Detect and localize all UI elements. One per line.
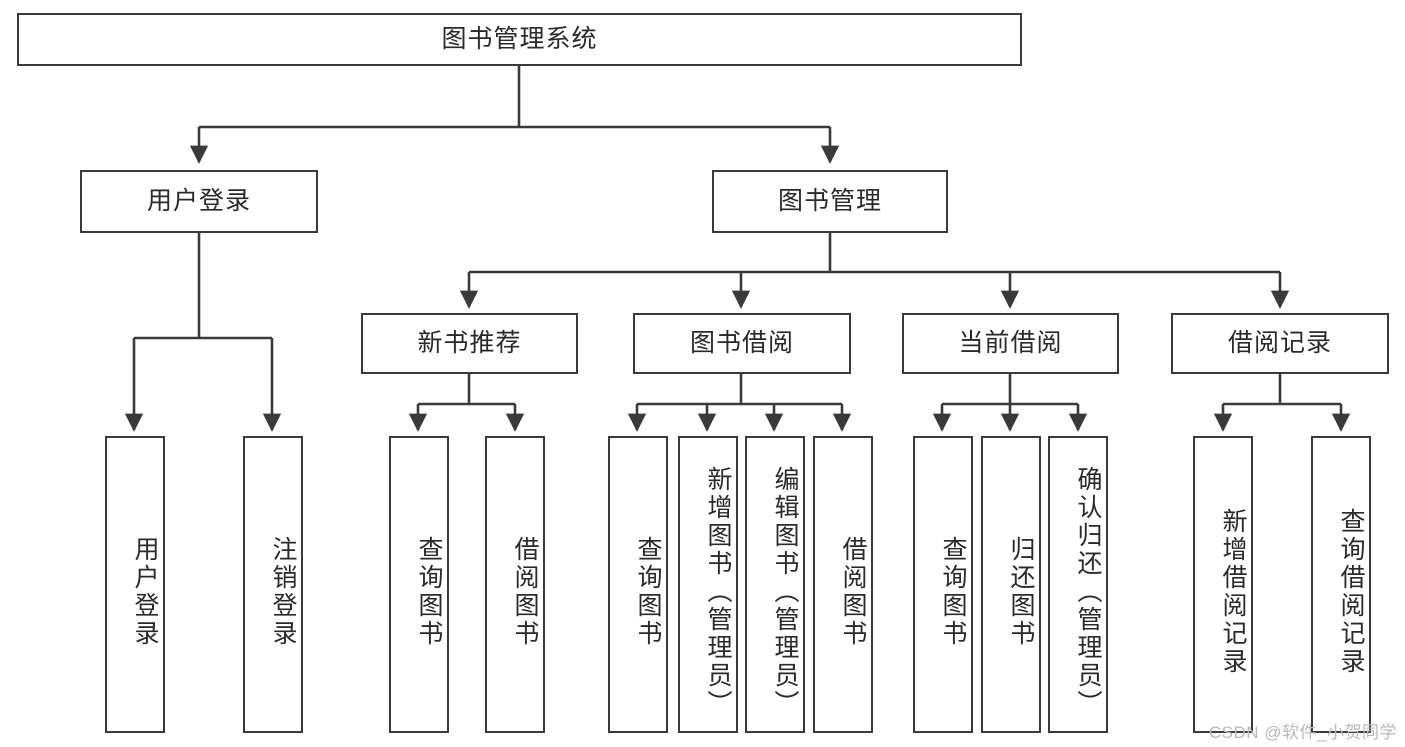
- node-book-management[interactable]: 图书管理: [712, 170, 948, 233]
- node-label: 查询借阅记录: [1337, 507, 1365, 676]
- node-label: 确认归还（管理员）: [1074, 465, 1102, 718]
- node-label: 借阅记录: [1227, 328, 1332, 357]
- leaf-record-query-record[interactable]: 查询借阅记录: [1311, 436, 1371, 733]
- node-current-borrow[interactable]: 当前借阅: [902, 313, 1119, 374]
- node-label: 新书推荐: [417, 328, 522, 357]
- node-borrow-record[interactable]: 借阅记录: [1171, 313, 1389, 374]
- leaf-current-confirm-return-admin[interactable]: 确认归还（管理员）: [1048, 436, 1108, 733]
- node-label: 当前借阅: [958, 328, 1063, 357]
- node-label: 图书管理: [777, 186, 882, 215]
- leaf-user-login-logout[interactable]: 注销登录: [243, 436, 303, 733]
- node-label: 新增图书（管理员）: [704, 465, 732, 718]
- node-label: 新增借阅记录: [1219, 507, 1247, 676]
- leaf-user-login-login[interactable]: 用户登录: [105, 436, 165, 733]
- node-label: 注销登录: [269, 535, 297, 648]
- leaf-borrow-edit-book-admin[interactable]: 编辑图书（管理员）: [745, 436, 805, 733]
- node-root-system[interactable]: 图书管理系统: [17, 13, 1022, 66]
- leaf-record-add-record[interactable]: 新增借阅记录: [1193, 436, 1253, 733]
- node-label: 查询图书: [939, 535, 967, 648]
- node-label: 归还图书: [1007, 535, 1035, 648]
- leaf-recommend-query-book[interactable]: 查询图书: [389, 436, 449, 733]
- node-label: 编辑图书（管理员）: [771, 465, 799, 718]
- node-label: 借阅图书: [511, 535, 539, 648]
- node-label: 用户登录: [146, 186, 251, 215]
- leaf-recommend-borrow-book[interactable]: 借阅图书: [485, 436, 545, 733]
- watermark-text: CSDN @软件_小贺同学: [1208, 723, 1397, 742]
- node-label: 图书借阅: [689, 328, 794, 357]
- leaf-borrow-add-book-admin[interactable]: 新增图书（管理员）: [678, 436, 738, 733]
- node-new-book-recommend[interactable]: 新书推荐: [361, 313, 578, 374]
- leaf-current-query-book[interactable]: 查询图书: [913, 436, 973, 733]
- node-user-login[interactable]: 用户登录: [80, 170, 318, 233]
- node-book-borrow[interactable]: 图书借阅: [633, 313, 851, 374]
- leaf-current-return-book[interactable]: 归还图书: [981, 436, 1041, 733]
- node-label: 查询图书: [415, 535, 443, 648]
- node-label: 查询图书: [634, 535, 662, 648]
- leaf-borrow-query-book[interactable]: 查询图书: [608, 436, 668, 733]
- node-label: 借阅图书: [839, 535, 867, 648]
- leaf-borrow-borrow-book[interactable]: 借阅图书: [813, 436, 873, 733]
- node-label: 图书管理系统: [441, 24, 598, 53]
- node-label: 用户登录: [131, 535, 159, 648]
